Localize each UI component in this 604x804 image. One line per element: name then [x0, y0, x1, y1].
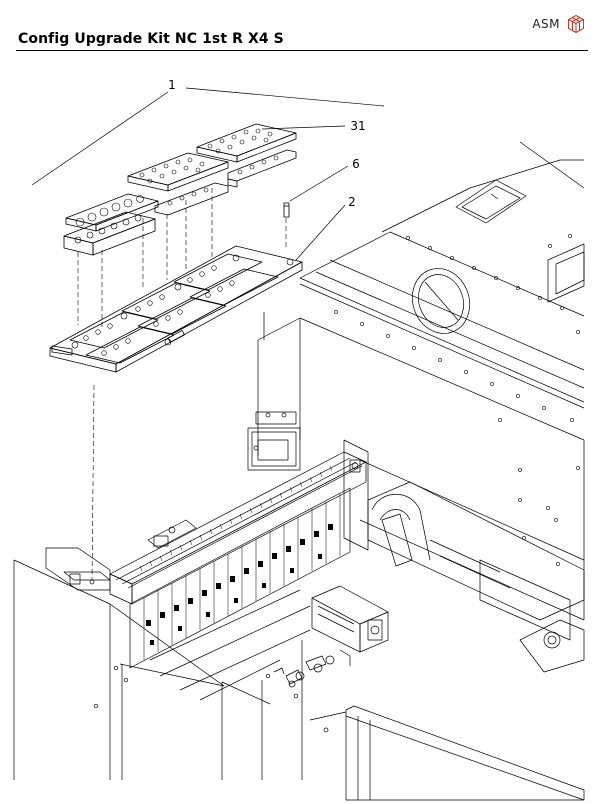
module-31-assembly	[63, 123, 297, 256]
pneumatic-cylinder	[273, 585, 389, 688]
bottom-panel	[309, 705, 585, 801]
rail-bracket	[247, 411, 301, 471]
asm-cube-icon	[568, 14, 584, 34]
drive-arm-assembly	[367, 481, 585, 673]
page-header: ASM Config Upgrade Kit NC 1st R X4 S	[0, 0, 604, 52]
part-6-pin	[283, 202, 290, 218]
callout-2: 2	[348, 195, 356, 209]
callout-1: 1	[168, 78, 176, 92]
callout-leaders	[31, 87, 385, 261]
exploded-assembly-drawing: 1 31 6 2	[0, 52, 604, 804]
alignment-lines	[77, 188, 287, 581]
callout-6: 6	[352, 157, 360, 171]
brand-logo: ASM	[532, 14, 586, 34]
machine-housing	[257, 141, 585, 621]
linear-rail-assembly	[109, 439, 369, 669]
brand-name: ASM	[532, 17, 560, 31]
page-title: Config Upgrade Kit NC 1st R X4 S	[18, 31, 284, 47]
part-2-base-plate	[49, 245, 303, 373]
callout-31: 31	[350, 119, 365, 133]
title-divider	[16, 50, 588, 51]
left-frame	[13, 547, 311, 780]
